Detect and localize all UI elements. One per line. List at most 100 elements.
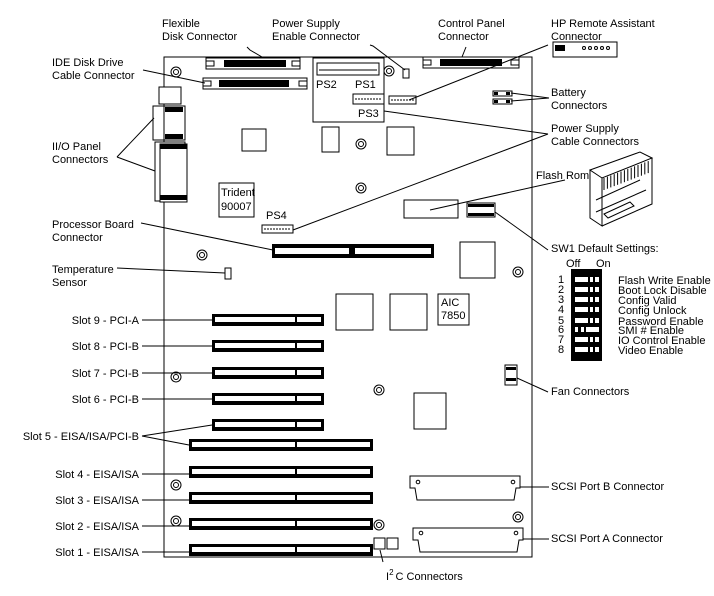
mounting-hole-icon (373, 519, 385, 531)
slot-label: Slot 5 - EISA/ISA/PCI-B (23, 431, 139, 443)
chip (335, 293, 374, 331)
sw1-number: 7 (558, 334, 564, 346)
trident-chip (218, 182, 255, 218)
mounting-hole-icon (170, 515, 182, 527)
processor-label-2: Connector (52, 232, 103, 244)
sw1-toggle-off (575, 277, 599, 282)
ps1-mark: PS1 (355, 79, 376, 91)
expansion-slot (212, 419, 324, 431)
sw1-number: 4 (558, 304, 564, 316)
sw1-toggle-off (575, 347, 599, 352)
mounting-hole-icon (170, 371, 182, 383)
io-panel-connectors (152, 86, 188, 203)
flash-rom-chip (403, 199, 459, 219)
power-supply-area (312, 57, 385, 123)
slot-label: Slot 2 - EISA/ISA (55, 521, 139, 533)
ps-enable-label-1: Power Supply (272, 18, 340, 30)
sw1-toggle-off (575, 287, 599, 292)
sw1-toggle-on (575, 327, 599, 332)
slot-label: Slot 7 - PCI-B (72, 368, 139, 380)
ps-enable-label-2: Enable Connector (272, 31, 360, 43)
sw1-setting-label: IO Control Enable (618, 335, 705, 347)
leader-lines (116, 44, 566, 563)
processor-board-connector (272, 244, 434, 258)
ps4-mark: PS4 (266, 210, 287, 222)
ps-cable-label-2: Cable Connectors (551, 136, 640, 148)
temperature-label-1: Temperature (52, 264, 114, 276)
ide-label-1: IDE Disk Drive (52, 57, 124, 69)
mounting-hole-icon (355, 182, 367, 194)
control-panel-label-2: Connector (438, 31, 489, 43)
temperature-label-2: Sensor (52, 277, 87, 289)
trident-mark-2: 90007 (221, 201, 252, 213)
slot-label: Slot 1 - EISA/ISA (55, 547, 139, 559)
i2c-connector (373, 537, 386, 550)
sw1-on-header: On (596, 258, 611, 270)
mounting-hole-icon (355, 138, 367, 150)
hp-remote-connector-icon (552, 41, 618, 58)
control-panel-label-1: Control Panel (438, 18, 505, 30)
battery-label-1: Battery (551, 87, 586, 99)
slot-label: Slot 8 - PCI-B (72, 341, 139, 353)
scsi-b-label: SCSI Port B Connector (551, 481, 664, 493)
expansion-slot (189, 492, 373, 504)
sw1-setting-label: SMI # Enable (618, 325, 684, 337)
scsi-port-a-connector (412, 527, 524, 553)
battery-label-2: Connectors (551, 100, 608, 112)
expansion-slot (189, 466, 373, 478)
sw1-setting-label: Boot Lock Disable (618, 285, 707, 297)
sw1-label: SW1 Default Settings: (551, 243, 659, 255)
sw1-setting-label: Config Valid (618, 295, 677, 307)
sw1-setting-label: Password Enable (618, 316, 704, 328)
expansion-slot (212, 367, 324, 379)
temperature-sensor (224, 267, 232, 280)
processor-label-1: Processor Board (52, 219, 134, 231)
mounting-hole-icon (170, 66, 182, 78)
sw1-number: 6 (558, 324, 564, 336)
hp-remote-label-1: HP Remote Assistant (551, 18, 655, 30)
sw1-off-header: Off (566, 258, 581, 270)
chip (413, 392, 447, 430)
sw1-toggle-off (575, 337, 599, 342)
chip (459, 241, 496, 279)
fan-label: Fan Connectors (551, 386, 630, 398)
mounting-hole-icon (512, 266, 524, 278)
ide-label-2: Cable Connector (52, 70, 135, 82)
fan-connectors (504, 364, 518, 386)
slot-label: Slot 3 - EISA/ISA (55, 495, 139, 507)
slot-label: Slot 9 - PCI-A (72, 315, 140, 327)
sw1-switch-block (571, 269, 602, 361)
expansion-slot (212, 393, 324, 405)
scsi-port-b-connector (409, 475, 521, 501)
expansion-slot (189, 518, 373, 530)
sw1-number: 2 (558, 284, 564, 296)
ps2-mark: PS2 (316, 79, 337, 91)
floppy-connector (205, 57, 301, 70)
aic-mark-1: AIC (441, 297, 459, 309)
trident-mark-1: Trident (221, 187, 255, 199)
io-panel-label-1: II/O Panel (52, 141, 101, 153)
sw1-setting-label: Video Enable (618, 345, 683, 357)
mounting-hole-icon (383, 65, 395, 77)
expansion-slot (212, 340, 324, 352)
battery-connectors (492, 90, 513, 105)
expansion-slot (189, 544, 373, 556)
control-panel-connector (422, 56, 520, 69)
chip (386, 126, 415, 156)
system-board-outline (163, 56, 533, 558)
flash-rom-label: Flash Rom (536, 170, 589, 182)
sw1-number: 5 (558, 315, 564, 327)
expansion-slot (212, 314, 324, 326)
expansion-slot (189, 439, 373, 451)
flash-rom-module-illustration (588, 151, 654, 227)
sw1-toggle-off (575, 318, 599, 323)
ps-cable-label-1: Power Supply (551, 123, 619, 135)
scsi-a-label: SCSI Port A Connector (551, 533, 663, 545)
aic-mark-2: 7850 (441, 310, 465, 322)
ide-connector (202, 77, 308, 90)
sw1-toggle-off (575, 297, 599, 302)
slot-label: Slot 4 - EISA/ISA (55, 469, 139, 481)
aic-7850-chip (437, 293, 470, 326)
